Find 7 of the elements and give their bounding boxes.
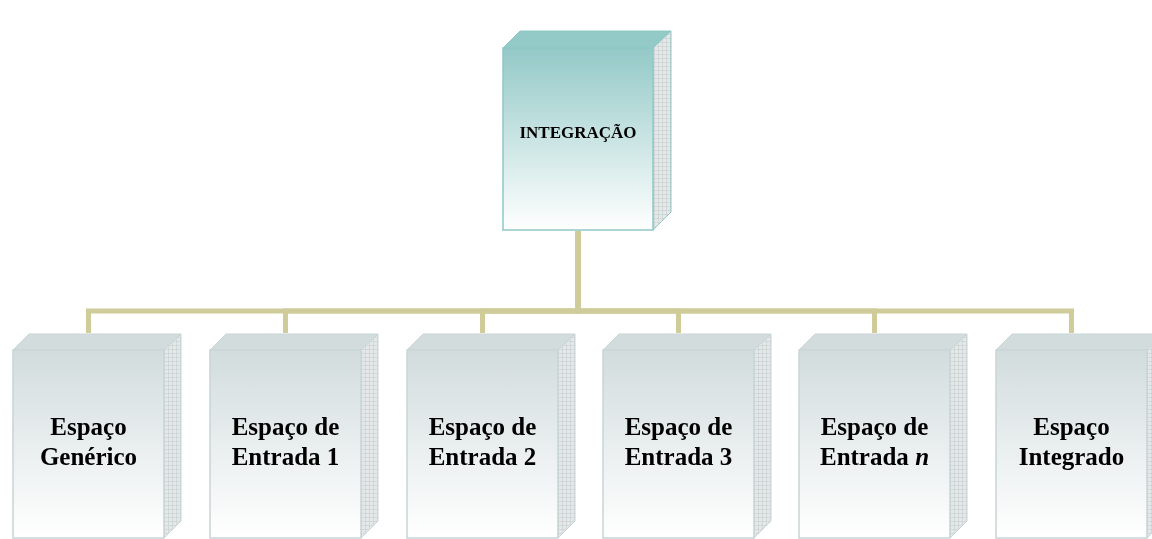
block-label: Espaço de Entrada 3	[623, 412, 734, 472]
block-label: INTEGRAÇÃO	[518, 122, 638, 143]
block-label: Espaço Integrado	[1017, 412, 1126, 472]
block-label: Espaço de Entrada 2	[427, 412, 538, 472]
block-label: Espaço de Entrada 1	[230, 412, 341, 472]
block-label: Espaço de Entrada n	[818, 412, 931, 472]
block-label: Espaço Genérico	[38, 412, 139, 472]
